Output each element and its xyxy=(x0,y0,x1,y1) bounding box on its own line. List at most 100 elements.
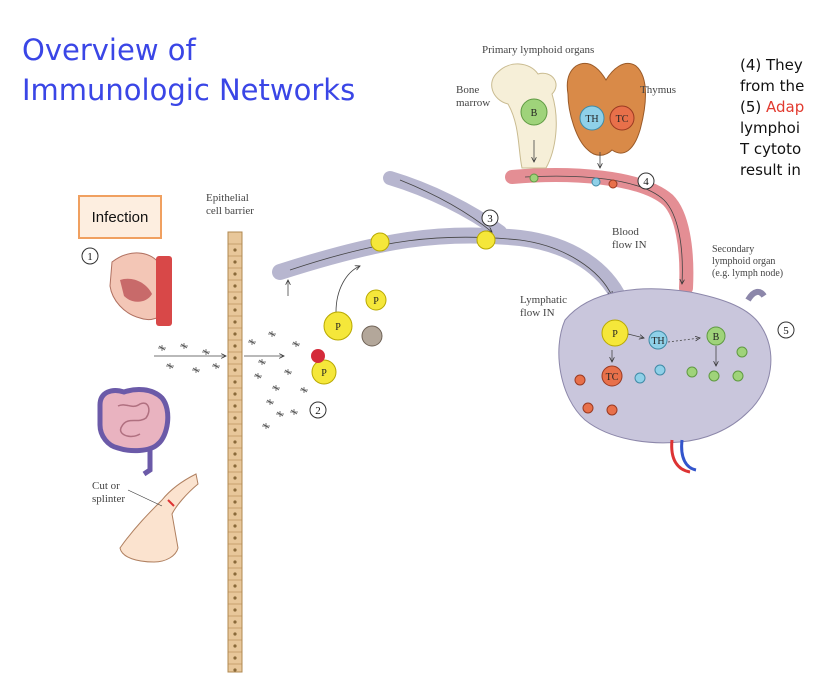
side-line-3: (5) Adap xyxy=(740,97,816,118)
page-title: Overview of Immunologic Networks xyxy=(22,30,355,110)
step-marker-1: 1 xyxy=(81,247,99,265)
pathogen-particle xyxy=(202,349,210,355)
svg-text:P: P xyxy=(321,368,327,379)
pathogen-particle xyxy=(284,369,292,375)
step-number: 2 xyxy=(315,405,321,417)
blood-vessel xyxy=(505,168,694,295)
svg-text:TC: TC xyxy=(606,372,619,383)
barrier-cell-lines xyxy=(228,243,242,672)
b-cell-bone-marrow: B xyxy=(520,98,548,126)
side-step-5: (5) xyxy=(740,98,767,116)
step-marker-4: 4 xyxy=(637,172,655,190)
side-line-2: from the xyxy=(740,77,805,95)
label-lymphatic-line-2: flow IN xyxy=(520,307,555,319)
side-line-1: (4) They xyxy=(740,56,803,74)
label-secondary-organ: Secondary lymphoid organ (e.g. lymph nod… xyxy=(712,244,783,280)
node-tc-3 xyxy=(606,404,618,416)
pathogen-particle xyxy=(212,363,220,369)
thymus-shape xyxy=(566,62,646,156)
apc-cell-tissue-1: P xyxy=(323,311,353,341)
blood-tc-cell xyxy=(608,179,618,189)
pathogen-particle xyxy=(276,411,284,417)
step-markers: 1 2 3 4 5 xyxy=(81,172,795,419)
node-tc-1 xyxy=(574,374,586,386)
label-cut-line-2: splinter xyxy=(92,493,125,505)
svg-text:B: B xyxy=(713,332,720,343)
apc-cell-lymph-2 xyxy=(476,230,496,250)
label-cut-line-1: Cut or xyxy=(92,480,120,492)
svg-text:TH: TH xyxy=(585,114,598,125)
b-cell-node: B xyxy=(706,326,726,346)
pathogen-particle xyxy=(254,373,262,379)
label-blood-flow: Blood flow IN xyxy=(612,226,647,252)
label-cut-splinter: Cut or splinter xyxy=(92,480,125,506)
granular-cell xyxy=(361,325,383,347)
side-line-6: result in xyxy=(740,161,801,179)
node-th-1 xyxy=(634,372,646,384)
pathogen-particles xyxy=(158,331,308,429)
label-lymphatic-line-1: Lymphatic xyxy=(520,294,568,306)
svg-text:TC: TC xyxy=(616,114,629,125)
pathogen-particle xyxy=(292,341,300,347)
node-th-2 xyxy=(654,364,666,376)
step-marker-3: 3 xyxy=(481,209,499,227)
step-number: 3 xyxy=(487,213,493,225)
label-epithelial-line-1: Epithelial xyxy=(206,192,249,204)
label-secondary-line-2: lymphoid organ xyxy=(712,256,776,267)
tc-cell-thymus: TC xyxy=(609,105,635,131)
step-marker-2: 2 xyxy=(309,401,327,419)
label-epithelial-line-2: cell barrier xyxy=(206,205,254,217)
infection-box: Infection xyxy=(78,195,162,239)
title-line-2: Immunologic Networks xyxy=(22,73,356,107)
side-line-4: lymphoi xyxy=(740,119,801,137)
th-cell-thymus: TH xyxy=(579,105,605,131)
label-bone-marrow: Bone marrow xyxy=(456,84,490,110)
b-cell-label: B xyxy=(531,108,538,119)
svg-text:P: P xyxy=(612,329,618,340)
pathogen-particle xyxy=(266,399,274,405)
step-marker-5: 5 xyxy=(777,321,795,339)
hand-illustration xyxy=(119,473,199,563)
svg-text:P: P xyxy=(373,296,379,307)
pathogen-particle xyxy=(300,387,308,393)
label-lymphatic-flow: Lymphatic flow IN xyxy=(520,294,567,320)
svg-text:TH: TH xyxy=(651,336,664,347)
pathogen-particle xyxy=(180,343,188,349)
label-secondary-line-1: Secondary xyxy=(712,244,755,255)
apc-cell-tissue-3: P xyxy=(311,359,337,385)
pathogen-particle xyxy=(166,363,174,369)
side-highlight: Adap xyxy=(766,98,805,116)
pathogen-particle xyxy=(258,359,266,365)
node-tc-2 xyxy=(582,402,594,414)
label-blood-line-1: Blood xyxy=(612,226,639,238)
blood-th-cell xyxy=(591,177,601,187)
label-bone-marrow-line-2: marrow xyxy=(456,97,491,109)
pathogen-particle xyxy=(192,367,200,373)
label-blood-line-2: flow IN xyxy=(612,239,647,251)
pathogen-particle xyxy=(248,339,256,345)
label-thymus: Thymus xyxy=(640,84,677,96)
tc-cell-node: TC xyxy=(601,365,623,387)
pathogen-particle xyxy=(268,331,276,337)
damaged-cell xyxy=(311,349,325,363)
label-epithelial-barrier: Epithelial cell barrier xyxy=(206,192,254,218)
lymphatic-vessel-lower xyxy=(272,227,628,308)
epithelial-barrier xyxy=(227,231,243,673)
node-b-4 xyxy=(736,346,748,358)
pathogen-particle xyxy=(272,385,280,391)
step-number: 1 xyxy=(87,251,93,263)
pathogen-particle xyxy=(290,409,298,415)
svg-text:P: P xyxy=(335,322,341,333)
node-b-3 xyxy=(732,370,744,382)
th-cell-node: TH xyxy=(648,330,668,350)
pathogen-particle xyxy=(262,423,270,429)
apc-cell-node: P xyxy=(601,319,629,347)
step-number: 5 xyxy=(783,325,789,337)
node-b-2 xyxy=(708,370,720,382)
pathogen-particle xyxy=(158,345,166,351)
node-b-1 xyxy=(686,366,698,378)
label-bone-marrow-line-1: Bone xyxy=(456,84,480,96)
side-text: (4) They from the (5) Adap lymphoi T cyt… xyxy=(740,55,816,181)
blood-b-cell xyxy=(529,173,539,183)
